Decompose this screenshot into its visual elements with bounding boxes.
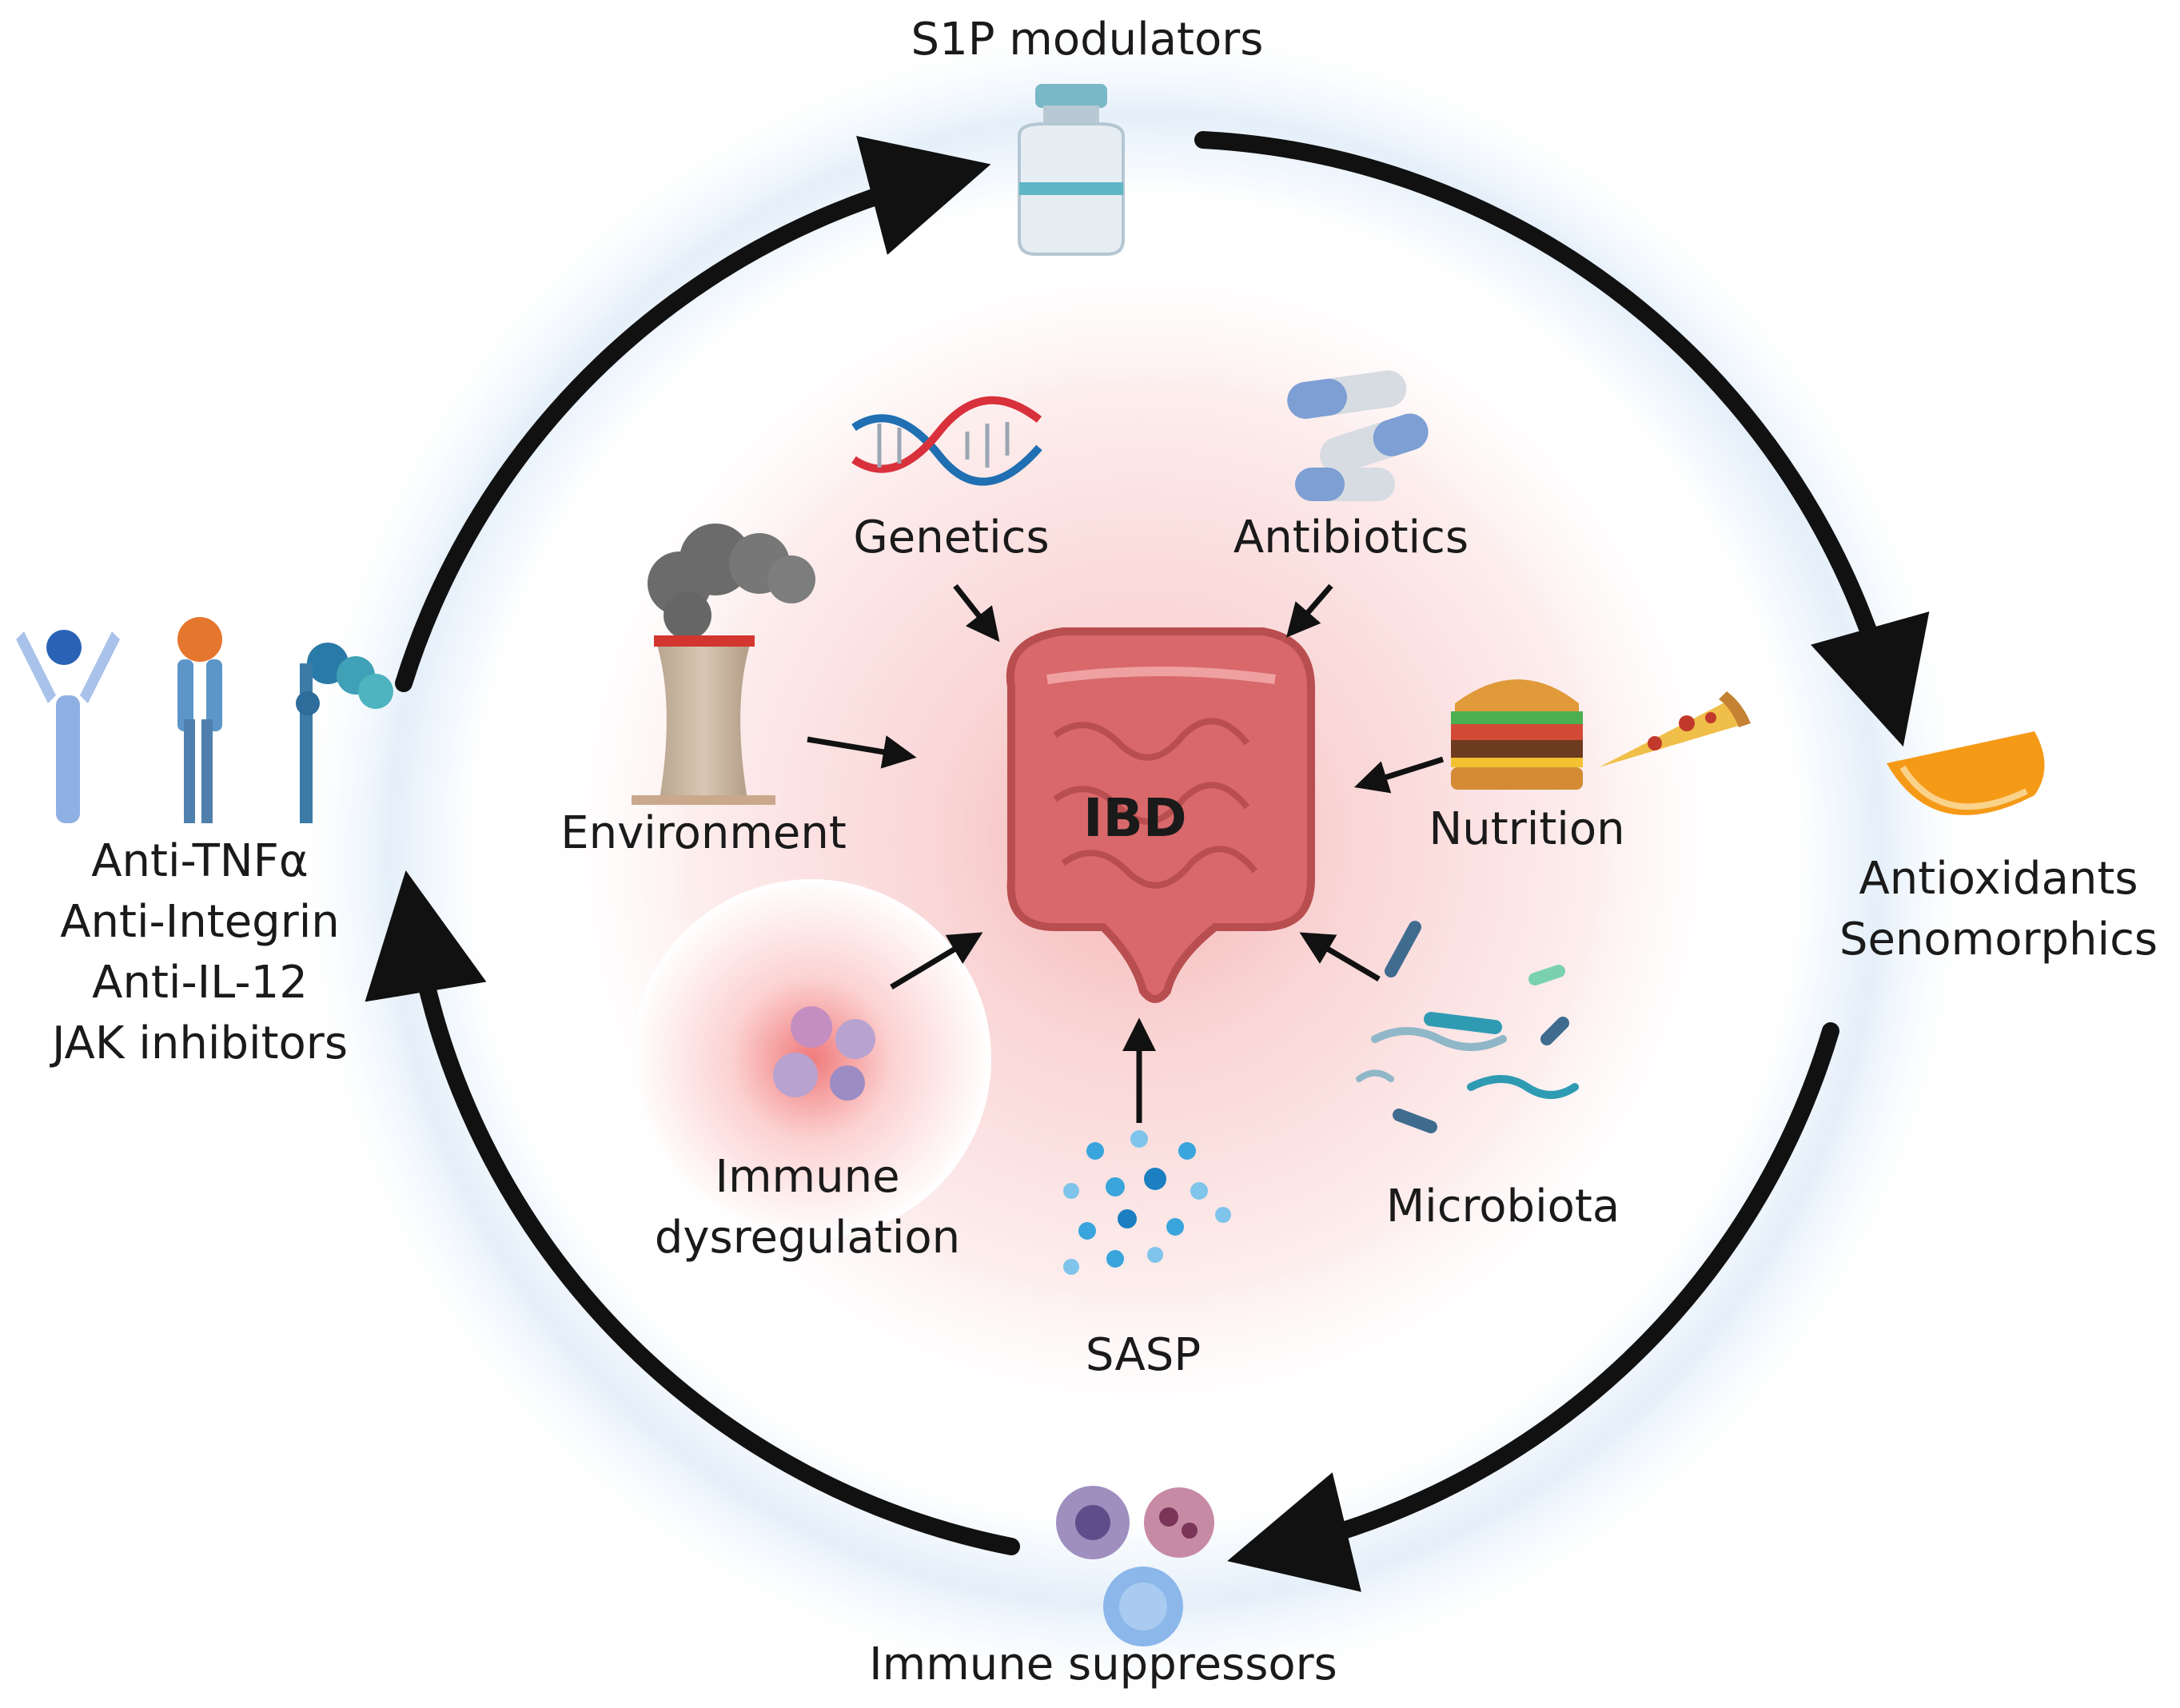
arrow-nutrition bbox=[1353, 756, 1445, 794]
label-genetics: Genetics bbox=[853, 512, 1050, 563]
burger-icon bbox=[1451, 679, 1583, 790]
label-senomorphics: Senomorphics bbox=[1839, 914, 2158, 965]
pill-icon bbox=[1287, 370, 1429, 501]
arrow-microbiota bbox=[1299, 932, 1381, 982]
orange-slice-icon bbox=[1887, 731, 2045, 815]
label-sasp: SASP bbox=[1085, 1329, 1202, 1381]
label-jak-inhibitors: JAK inhibitors bbox=[52, 1017, 348, 1069]
intestine-icon bbox=[1006, 627, 1315, 1003]
label-anti-integrin: Anti-Integrin bbox=[60, 896, 340, 948]
label-antioxidants: Antioxidants bbox=[1859, 853, 2138, 905]
cycle-arrow-bottom-right bbox=[1227, 1022, 1839, 1592]
vial-icon bbox=[1018, 84, 1125, 256]
dna-icon bbox=[851, 396, 1042, 486]
cycle-arrow-top-left bbox=[395, 135, 991, 692]
label-immune-suppressors: Immune suppressors bbox=[869, 1638, 1337, 1690]
immune-dysregulation-cells-icon bbox=[773, 1006, 875, 1101]
label-immune: Immune bbox=[715, 1151, 900, 1203]
label-ibd: IBD bbox=[1083, 787, 1187, 849]
label-nutrition: Nutrition bbox=[1429, 803, 1625, 855]
label-antibiotics: Antibiotics bbox=[1233, 512, 1469, 563]
arrow-immune bbox=[890, 932, 983, 990]
factory-icon bbox=[632, 524, 815, 805]
label-dysregulation: dysregulation bbox=[654, 1212, 961, 1264]
label-anti-tnf: Anti-TNFα bbox=[91, 835, 309, 887]
label-s1p-modulators: S1P modulators bbox=[911, 14, 1264, 66]
arrow-antibiotics bbox=[1286, 583, 1333, 638]
cytokine-dots-icon bbox=[1063, 1130, 1231, 1275]
label-microbiota: Microbiota bbox=[1385, 1180, 1620, 1232]
label-environment: Environment bbox=[560, 807, 847, 859]
bacteria-icon bbox=[1356, 921, 1579, 1133]
cycle-arrow-bottom-left bbox=[365, 870, 1020, 1555]
cycle-arrow-top-right bbox=[1194, 131, 1930, 747]
label-anti-il12: Anti-IL-12 bbox=[92, 957, 308, 1009]
pizza-icon bbox=[1599, 691, 1751, 767]
immune-cell-icon bbox=[1056, 1486, 1214, 1646]
arrow-genetics bbox=[953, 583, 1000, 643]
immune-glow bbox=[632, 879, 991, 1239]
antibody-icon bbox=[16, 617, 393, 823]
arrow-environment bbox=[807, 735, 917, 769]
